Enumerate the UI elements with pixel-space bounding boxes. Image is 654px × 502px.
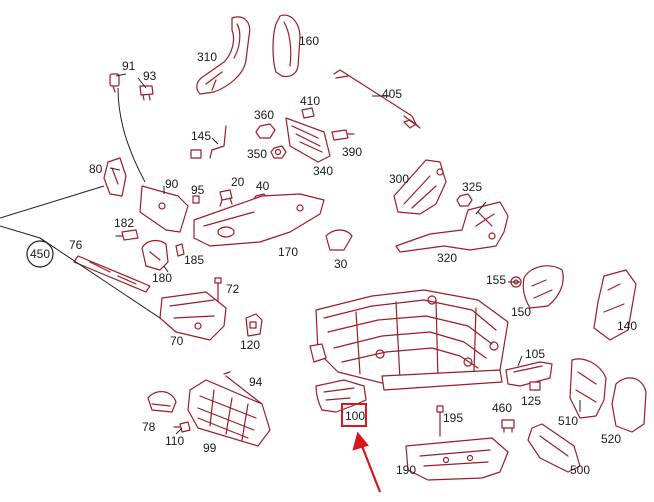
label-91[interactable]: 91 [122, 59, 136, 73]
part-105 [505, 361, 553, 387]
part-310 [196, 16, 251, 95]
part-94 [223, 371, 263, 405]
part-360 [255, 123, 276, 139]
part-125 [529, 381, 541, 391]
label-95[interactable]: 95 [191, 183, 205, 197]
label-350[interactable]: 350 [247, 147, 267, 161]
pointer-arrow-100 [352, 431, 382, 493]
part-95 [192, 195, 200, 204]
part-325 [456, 193, 473, 207]
label-460[interactable]: 460 [492, 401, 512, 415]
label-140[interactable]: 140 [617, 319, 637, 333]
part-510 [569, 358, 607, 419]
part-78 [147, 391, 177, 413]
label-155[interactable]: 155 [486, 273, 506, 287]
part-320 [395, 201, 509, 253]
label-180[interactable]: 180 [152, 271, 172, 285]
part-390 [331, 129, 355, 141]
part-labels: 310 160 91 93 405 410 360 145 350 390 34… [30, 34, 637, 477]
cable-91-90 [117, 87, 146, 183]
label-99[interactable]: 99 [203, 441, 217, 455]
label-170[interactable]: 170 [278, 245, 298, 259]
label-94[interactable]: 94 [249, 375, 263, 389]
label-360[interactable]: 360 [254, 108, 274, 122]
leader-lines [39, 73, 581, 435]
label-160[interactable]: 160 [299, 34, 319, 48]
label-90[interactable]: 90 [165, 177, 179, 191]
label-500[interactable]: 500 [570, 463, 590, 477]
part-91 [109, 73, 120, 93]
part-170 [193, 193, 325, 247]
part-300 [393, 159, 447, 215]
part-99 [187, 379, 271, 447]
label-70[interactable]: 70 [170, 334, 184, 348]
part-405 [333, 69, 421, 129]
label-410[interactable]: 410 [300, 94, 320, 108]
label-190[interactable]: 190 [396, 463, 416, 477]
label-145[interactable]: 145 [191, 129, 211, 143]
label-310[interactable]: 310 [197, 50, 217, 64]
part-195 [436, 405, 444, 437]
label-195[interactable]: 195 [443, 411, 463, 425]
part-460 [501, 419, 515, 433]
label-110[interactable]: 110 [165, 434, 184, 448]
label-450-circle [26, 240, 54, 268]
label-320[interactable]: 320 [437, 251, 457, 265]
label-93[interactable]: 93 [143, 69, 157, 83]
part-30 [325, 229, 353, 251]
part-140 [593, 269, 637, 341]
label-72[interactable]: 72 [226, 282, 240, 296]
label-150[interactable]: 150 [511, 305, 531, 319]
part-70 [159, 291, 227, 341]
label-185[interactable]: 185 [184, 253, 204, 267]
label-325[interactable]: 325 [462, 180, 482, 194]
label-40[interactable]: 40 [256, 179, 270, 193]
part-93 [139, 85, 154, 101]
label-182[interactable]: 182 [114, 216, 134, 230]
part-180 [141, 239, 169, 271]
part-160 [272, 14, 301, 78]
label-105[interactable]: 105 [525, 347, 545, 361]
label-340[interactable]: 340 [313, 164, 333, 178]
label-405[interactable]: 405 [382, 87, 402, 101]
label-450[interactable]: 450 [30, 247, 50, 261]
part-120 [245, 313, 263, 337]
part-150 [522, 265, 564, 309]
part-80 [103, 157, 127, 197]
label-78[interactable]: 78 [142, 420, 156, 434]
highlight-box-100 [341, 403, 367, 427]
part-500 [527, 423, 581, 473]
label-100[interactable]: 100 [345, 409, 365, 423]
part-182 [115, 229, 139, 241]
part-seat-frame [309, 289, 509, 391]
part-520 [611, 377, 647, 433]
part-410 [301, 107, 315, 119]
part-110 [173, 421, 191, 433]
label-520[interactable]: 520 [601, 432, 621, 446]
label-125[interactable]: 125 [521, 394, 541, 408]
label-300[interactable]: 300 [389, 172, 409, 186]
label-20[interactable]: 20 [231, 175, 245, 189]
label-30[interactable]: 30 [334, 257, 348, 271]
part-20 [219, 189, 233, 207]
label-80[interactable]: 80 [89, 162, 103, 176]
part-90 [139, 185, 189, 233]
label-510[interactable]: 510 [558, 414, 578, 428]
part-145 [190, 125, 227, 159]
label-390[interactable]: 390 [342, 145, 362, 159]
part-340 [285, 117, 331, 163]
part-350 [270, 145, 287, 159]
part-190 [405, 437, 509, 481]
part-76 [73, 255, 151, 293]
label-76[interactable]: 76 [69, 238, 83, 252]
label-120[interactable]: 120 [240, 338, 260, 352]
part-185 [175, 243, 185, 257]
